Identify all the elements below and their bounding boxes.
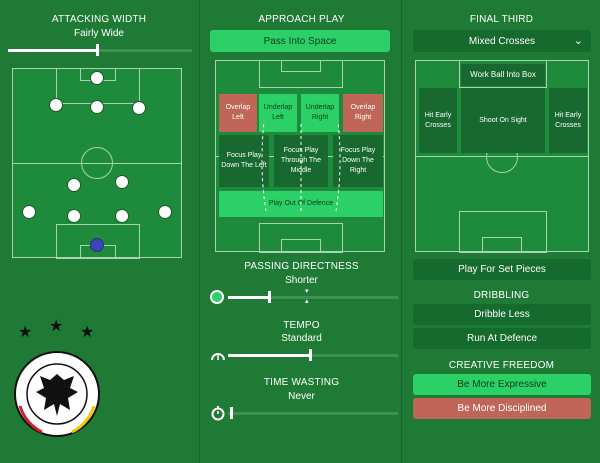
slider-fill <box>8 49 97 52</box>
player-marker[interactable] <box>91 101 103 113</box>
approach-play-heading: APPROACH PLAY <box>258 14 345 25</box>
zone-overlap-right[interactable]: Overlap Right <box>343 94 383 132</box>
play-for-set-pieces-button[interactable]: Play For Set Pieces <box>413 259 591 280</box>
player-marker[interactable] <box>91 72 103 84</box>
time-wasting-value: Never <box>288 391 315 402</box>
zone-shoot-on-sight[interactable]: Shoot On Sight <box>461 88 545 153</box>
goalkeeper-marker[interactable] <box>91 239 103 251</box>
zone-focus-right[interactable]: Focus Play Down The Right <box>333 135 383 187</box>
attacking-width-panel: ATTACKING WIDTH Fairly Wide ★ ★ ★ <box>0 0 198 463</box>
player-marker[interactable] <box>116 176 128 188</box>
be-more-disciplined-button[interactable]: Be More Disciplined <box>413 398 591 419</box>
zone-focus-left[interactable]: Focus Play Down The Left <box>219 135 269 187</box>
slider-knob[interactable] <box>96 44 99 56</box>
time-wasting-heading: TIME WASTING <box>263 377 340 388</box>
attacking-width-heading: ATTACKING WIDTH <box>51 14 147 25</box>
tempo-value: Standard <box>281 333 322 344</box>
star-icon: ★ <box>80 324 95 341</box>
approach-play-panel: APPROACH PLAY Pass Into Space Overlap Le… <box>199 0 402 463</box>
slider-knob[interactable] <box>309 349 312 361</box>
attacking-width-slider[interactable] <box>8 44 192 58</box>
passing-directness-heading: PASSING DIRECTNESS <box>244 261 359 272</box>
passing-directness-slider[interactable] <box>208 290 398 304</box>
dribbling-heading: DRIBBLING <box>473 290 530 301</box>
penalty-box-top <box>459 60 547 88</box>
player-marker[interactable] <box>68 210 80 222</box>
dribble-less-button[interactable]: Dribble Less <box>413 304 591 325</box>
zone-underlap-left[interactable]: Underlap Left <box>259 94 297 132</box>
chevron-down-icon: ⌄ <box>573 35 583 47</box>
ball-icon <box>210 290 224 304</box>
slider-track <box>228 412 398 415</box>
time-wasting-slider[interactable] <box>208 406 398 421</box>
star-icon: ★ <box>49 318 64 335</box>
zone-hit-early-crosses-left[interactable]: Hit Early Crosses <box>419 88 457 153</box>
slider-knob[interactable] <box>268 291 271 303</box>
final-third-dropdown[interactable]: Mixed Crosses ⌄ <box>413 30 591 52</box>
player-marker[interactable] <box>116 210 128 222</box>
speedometer-icon <box>211 353 225 361</box>
zone-focus-middle[interactable]: Focus Play Through The Middle <box>274 135 328 187</box>
pass-into-space-button[interactable]: Pass Into Space <box>210 30 390 52</box>
dropdown-value: Mixed Crosses <box>468 35 536 47</box>
zone-hit-early-crosses-right[interactable]: Hit Early Crosses <box>549 88 587 153</box>
team-crest: ★ ★ ★ <box>12 318 102 440</box>
tempo-heading: TEMPO <box>283 320 320 331</box>
player-marker[interactable] <box>23 206 35 218</box>
be-more-expressive-button[interactable]: Be More Expressive <box>413 374 591 395</box>
goal-box-top <box>281 60 321 72</box>
final-third-pitch: Work Ball Into Box Hit Early Crosses Sho… <box>415 60 589 253</box>
slider-track <box>228 296 398 299</box>
slider-fill <box>228 296 268 299</box>
zone-work-ball-into-box[interactable]: Work Ball Into Box <box>461 64 545 86</box>
player-marker[interactable] <box>50 99 62 111</box>
zone-play-out-of-defence[interactable]: Play Out Of Defence <box>219 191 383 217</box>
goal-box-bottom <box>281 239 321 253</box>
marker-icon: ▾ <box>305 288 309 295</box>
slider-track <box>228 354 398 357</box>
slider-knob[interactable] <box>230 407 233 419</box>
dfb-logo-icon <box>14 351 100 437</box>
slider-track <box>8 49 192 52</box>
run-at-defence-button[interactable]: Run At Defence <box>413 328 591 349</box>
player-marker[interactable] <box>159 206 171 218</box>
center-circle <box>81 147 113 179</box>
approach-pitch: Overlap Left Underlap Left Underlap Righ… <box>215 60 385 253</box>
attacking-width-value: Fairly Wide <box>73 28 124 39</box>
zone-overlap-left[interactable]: Overlap Left <box>219 94 257 132</box>
slider-fill <box>228 354 310 357</box>
goal-box-bottom <box>482 237 522 253</box>
stopwatch-icon <box>211 406 225 421</box>
tempo-slider[interactable] <box>208 348 398 362</box>
passing-directness-value: Shorter <box>285 275 318 286</box>
formation-pitch <box>12 68 182 259</box>
player-marker[interactable] <box>68 179 80 191</box>
marker-icon: ▴ <box>305 298 309 305</box>
zone-underlap-right[interactable]: Underlap Right <box>301 94 339 132</box>
final-third-heading: FINAL THIRD <box>469 14 534 25</box>
player-marker[interactable] <box>133 102 145 114</box>
star-icon: ★ <box>18 324 33 341</box>
final-third-panel: FINAL THIRD Mixed Crosses ⌄ Work Ball In… <box>403 0 600 463</box>
creative-freedom-heading: CREATIVE FREEDOM <box>448 360 555 371</box>
